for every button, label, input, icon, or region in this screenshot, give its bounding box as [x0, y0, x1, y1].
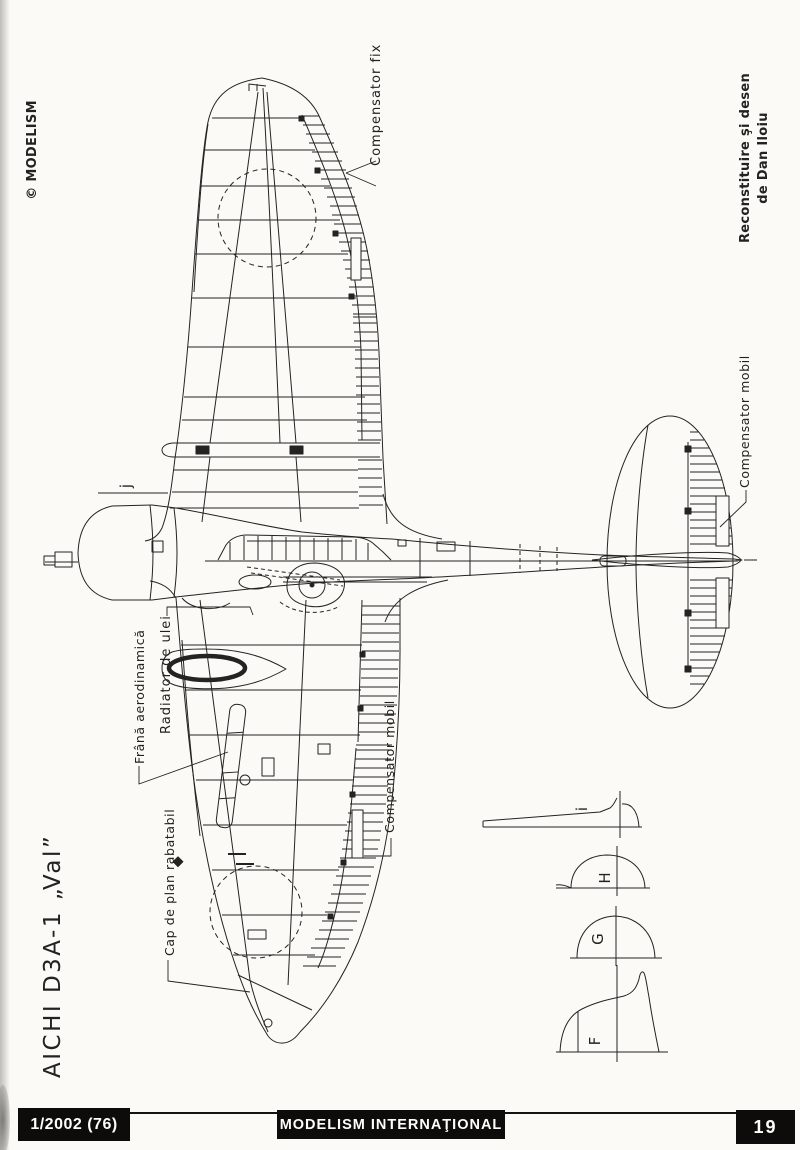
lower-wing	[149, 580, 401, 1044]
label-cap-de-plan: Cap de plan rabatabil	[162, 809, 177, 956]
section-i-profile	[482, 791, 642, 838]
copyright-text: © MODELISM	[25, 100, 40, 200]
section-letter-j: j	[117, 484, 135, 489]
credit-line1: Reconstituire şi desen	[738, 73, 753, 243]
tailplane	[606, 415, 734, 709]
label-radiator-de-ulei: Radiator de ulei	[159, 615, 174, 734]
cockpit-canopy	[217, 534, 392, 561]
upper-wing	[144, 77, 388, 542]
issue-text: 1/2002 (76)	[30, 1115, 118, 1133]
leader-lines	[98, 160, 747, 993]
label-frana-aerodinamica: Frână aerodinamică	[132, 630, 147, 764]
section-letter-f: F	[586, 1037, 604, 1046]
lower-wing-roundel-outline	[209, 865, 303, 959]
wheel-spat	[279, 562, 345, 613]
oil-radiator	[161, 648, 287, 690]
credit-line2: de Dan Iloiu	[756, 112, 771, 204]
magazine-title-text: MODELISM INTERNAŢIONAL	[279, 1116, 503, 1133]
airframe-linework	[43, 77, 757, 1062]
page-title: AICHI D3A-1 „Val”	[40, 834, 66, 1078]
magazine-title-badge: MODELISM INTERNAŢIONAL	[277, 1110, 505, 1139]
section-letter-g: G	[589, 933, 607, 945]
page-number-text: 19	[753, 1116, 778, 1137]
dive-brake	[215, 703, 247, 829]
section-f-profile	[556, 965, 668, 1062]
label-compensator-mobil-tail: Compensator mobil	[737, 355, 752, 488]
propeller-hub	[43, 551, 78, 568]
label-compensator-fix: Compensator fix	[369, 44, 384, 166]
issue-badge: 1/2002 (76)	[18, 1108, 130, 1141]
section-g-profile	[570, 906, 662, 966]
upper-wing-roundel-outline	[217, 168, 317, 268]
section-h-profile	[555, 846, 650, 896]
section-letter-i: i	[573, 807, 591, 811]
label-compensator-mobil-wing: Compensator mobil	[382, 700, 397, 833]
fuselage	[175, 493, 757, 623]
section-letter-h: H	[596, 872, 614, 883]
page-number-badge: 19	[736, 1110, 795, 1144]
